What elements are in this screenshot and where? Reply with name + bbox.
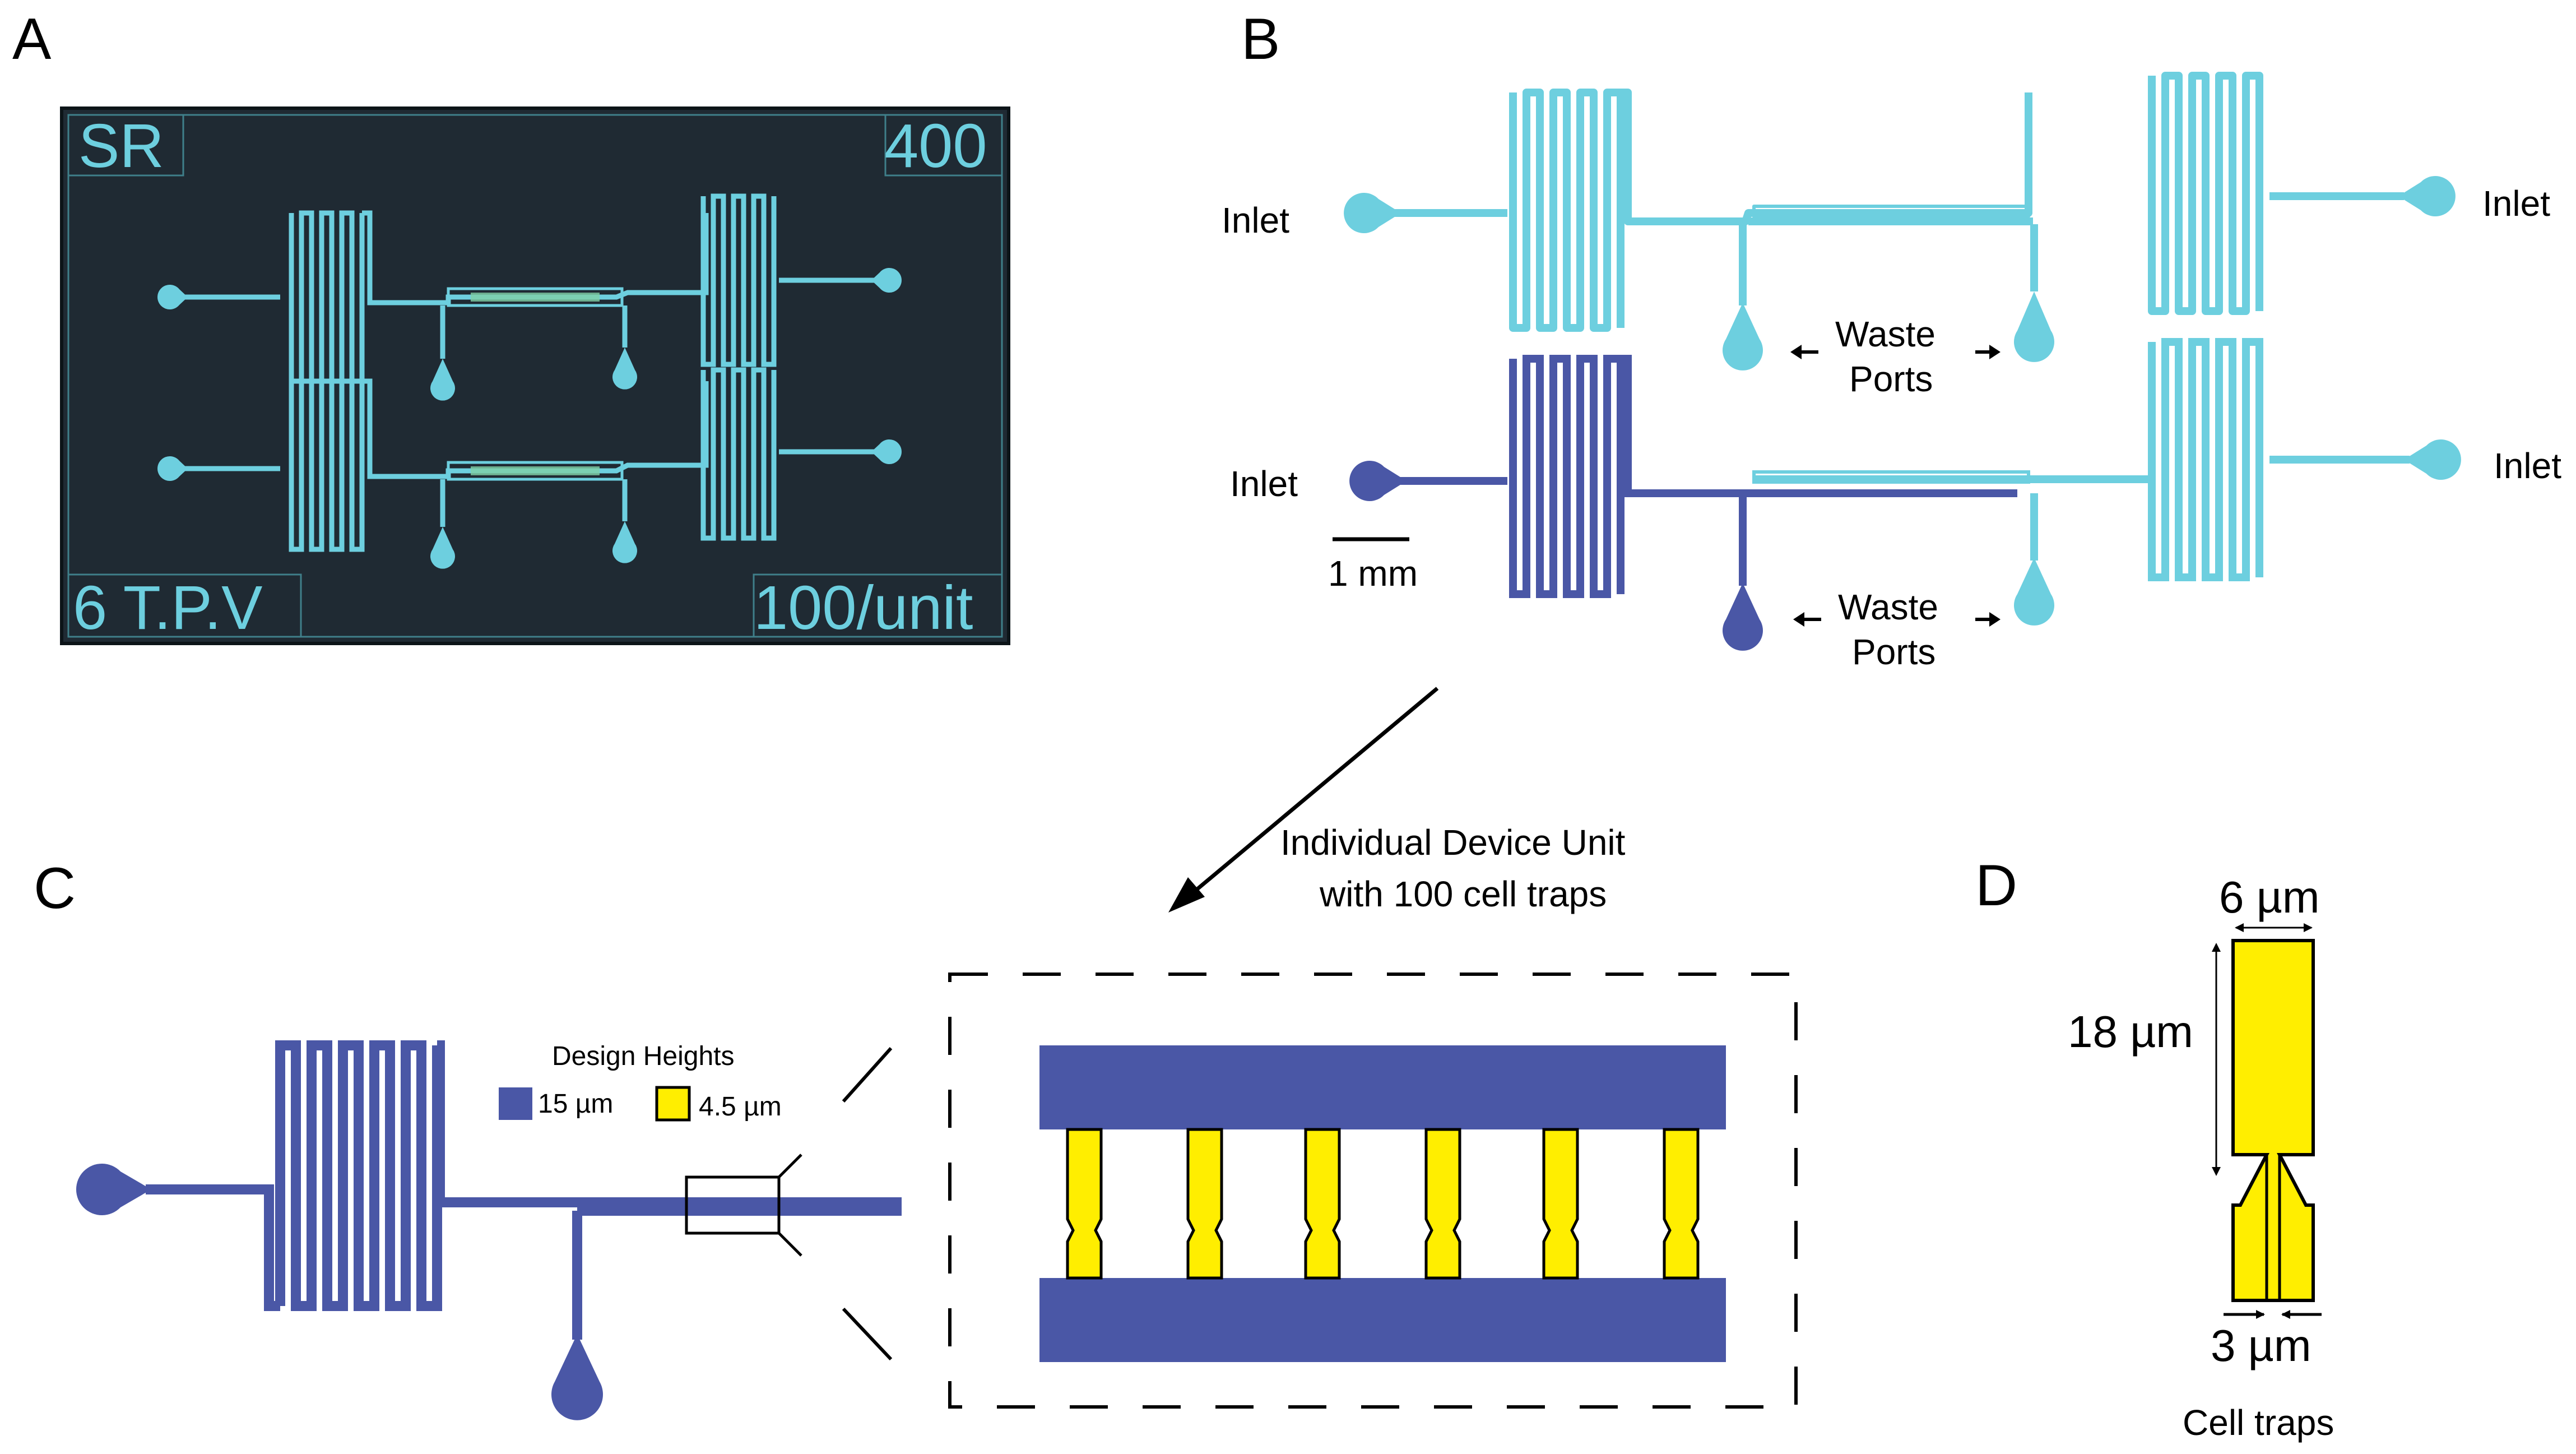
callout-line-1: Individual Device Unit [1280, 822, 1626, 863]
trap [1663, 1128, 1700, 1280]
panel-label-a: A [12, 7, 52, 72]
waste-port-bottom-right [2013, 558, 2054, 626]
trap [1066, 1128, 1103, 1280]
panel-b-top-device [1378, 76, 2404, 328]
trap [1424, 1128, 1461, 1280]
waste-label-bottom-1: Waste [1838, 587, 1938, 627]
callout-arrow [1168, 687, 1439, 913]
legend-label-4-5um: 4.5 µm [699, 1092, 782, 1122]
callout-line-2: with 100 cell traps [1319, 874, 1607, 914]
panel-c-device [146, 1040, 902, 1340]
chip-label-sr: SR [78, 112, 164, 180]
chip-label-400: 400 [884, 112, 987, 180]
chip-ports [157, 268, 902, 569]
legend-swatch-15um [499, 1087, 532, 1120]
panel-label-b: B [1241, 7, 1280, 72]
inlet-port-bottom-left [1349, 461, 1407, 502]
chip-background [60, 106, 1010, 645]
waste-label-bottom-2: Ports [1852, 632, 1936, 672]
waste-port-bottom-left [1722, 583, 1763, 651]
panel-label-d: D [1975, 853, 2017, 918]
waste-ports-bottom-callout: Waste Ports [1793, 587, 2001, 672]
panel-b-bottom-device-right [1752, 342, 2410, 577]
width-label: 6 µm [2219, 872, 2319, 922]
chip-label-box-sr [67, 114, 184, 177]
inlet-label-bottom-right: Inlet [2494, 446, 2561, 486]
scale-bar: 1 mm [1328, 537, 1418, 594]
waste-port-top-right [2013, 291, 2054, 362]
panel-label-c: C [34, 856, 76, 921]
trap [1542, 1128, 1579, 1280]
dimension-gap: 3 µm [2211, 1310, 2322, 1370]
chip-label-box-400 [884, 114, 1003, 177]
panel-c-inlet-port [76, 1164, 151, 1215]
panel-c-waste-port [551, 1334, 603, 1420]
scale-bar-label: 1 mm [1328, 553, 1418, 594]
single-trap-detail [2231, 939, 2315, 1302]
chip-label-box-unit [753, 573, 1003, 638]
trap-zoom-frame [948, 973, 1798, 1409]
chip-label-box-tpv [67, 573, 302, 638]
main-channel-bottom [1039, 1278, 1726, 1362]
legend-title: Design Heights [552, 1041, 735, 1071]
panel-c-zoom-box [685, 1175, 781, 1235]
chip-label-unit: 100/unit [754, 573, 973, 642]
trap-shape [2231, 939, 2315, 1302]
cell-traps-caption: Cell traps [2183, 1402, 2334, 1443]
inlet-label-top-left: Inlet [1222, 200, 1289, 240]
chip-label-tpv: 6 T.P.V [73, 573, 262, 642]
inlet-port-top-right [2398, 176, 2456, 216]
gap-label: 3 µm [2211, 1321, 2311, 1370]
waste-label-top-1: Waste [1835, 314, 1936, 354]
trap [1186, 1128, 1223, 1280]
waste-label-top-2: Ports [1849, 359, 1933, 399]
trap-zoom-connectors [842, 1046, 893, 1361]
waste-port-top-left [1722, 303, 1763, 371]
inlet-port-top-left [1344, 193, 1401, 233]
chip-unit-bottom [185, 370, 874, 549]
panel-a-chip: SR 400 6 T.P.V 100/unit [60, 106, 1010, 645]
legend-swatch-4-5um [655, 1086, 691, 1122]
main-channel-top [1039, 1045, 1726, 1129]
chip-inner-border [67, 114, 1003, 638]
trap [1304, 1128, 1341, 1280]
panel-b-ports [1344, 176, 2461, 651]
dimension-length: 18 µm [2068, 943, 2221, 1176]
panel-c-zoom-lines [778, 1154, 802, 1257]
inlet-label-bottom-left: Inlet [1230, 464, 1298, 504]
chip-trap-regions [471, 293, 600, 475]
inlet-label-top-right: Inlet [2482, 183, 2550, 224]
design-heights-legend: Design Heights 15 µm 4.5 µm [499, 1041, 782, 1122]
trap-array [1066, 1128, 1700, 1280]
dimension-width: 6 µm [2219, 872, 2319, 932]
inlet-port-bottom-right [2404, 439, 2461, 480]
chip-unit-top [185, 196, 874, 381]
waste-ports-top-callout: Waste Ports [1790, 314, 2001, 399]
length-label: 18 µm [2068, 1007, 2193, 1057]
legend-label-15um: 15 µm [538, 1089, 613, 1119]
